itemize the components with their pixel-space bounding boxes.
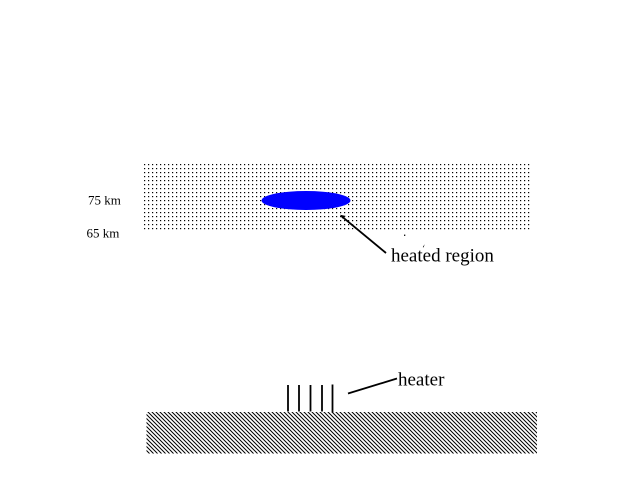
svg-text:heated region: heated region: [391, 246, 494, 267]
svg-text:75 km: 75 km: [88, 193, 121, 208]
svg-text:65 km: 65 km: [87, 226, 120, 241]
svg-text:heater: heater: [398, 370, 445, 391]
